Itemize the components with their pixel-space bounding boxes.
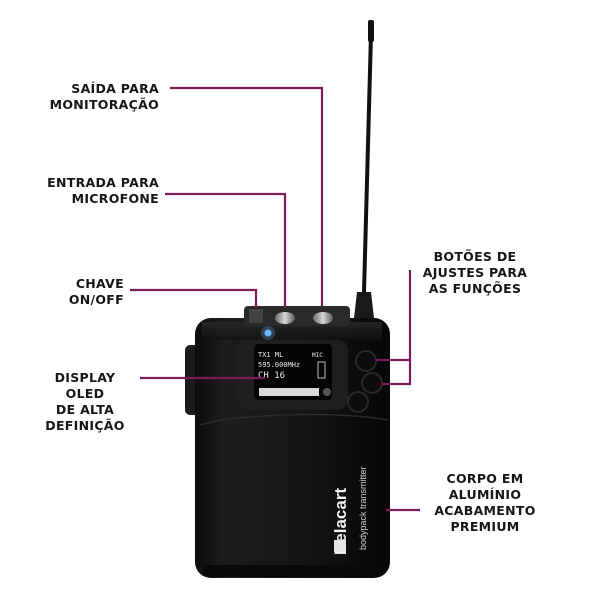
top-controls xyxy=(244,306,350,340)
ir-sensor-icon xyxy=(323,388,331,396)
callout-function-buttons: BOTÕES DE AJUSTES PARA AS FUNÇÕES xyxy=(422,249,528,296)
function-buttons xyxy=(347,350,383,413)
function-button-3 xyxy=(347,391,369,413)
leader-button-2 xyxy=(382,360,412,386)
callout-power-switch: CHAVE ON/OFF xyxy=(68,276,124,307)
battery-icon xyxy=(317,361,326,379)
power-switch-knob xyxy=(249,309,263,323)
mic-input-jack xyxy=(275,312,295,324)
callout-oled-display: DISPLAY OLED DE ALTA DEFINIÇÃO xyxy=(45,370,125,433)
leader-mic-input xyxy=(165,192,287,308)
model-text: bodypack transmitter xyxy=(358,466,368,550)
callout-mic-input: ENTRADA PARA MICROFONE xyxy=(47,175,159,206)
callout-aluminum-body: CORPO EM ALUMÍNIO ACABAMENTO PREMIUM xyxy=(434,471,536,534)
status-led xyxy=(264,329,272,337)
function-button-2 xyxy=(361,372,383,394)
oled-screen xyxy=(254,344,332,400)
function-button-1 xyxy=(355,350,377,372)
callout-monitor-output: SAÍDA PARA MONITORAÇÃO xyxy=(49,81,159,112)
leader-power-switch xyxy=(130,288,258,308)
oled-line-3: CH 16 xyxy=(258,371,285,381)
display-panel: TX1 ML MIC 595.000MHz CH 16 xyxy=(236,340,348,410)
model-label: bodypack transmitter xyxy=(358,466,368,550)
antenna xyxy=(354,20,374,318)
oled-line-2: 595.000MHz xyxy=(258,361,300,369)
oled-line-1: TX1 ML xyxy=(258,351,283,359)
brand-name: Relacart xyxy=(331,488,350,555)
monitor-output-jack xyxy=(313,312,333,324)
leader-monitor-output xyxy=(170,86,324,306)
leader-lines xyxy=(130,86,420,512)
oled-line-1-right: MIC xyxy=(312,352,323,359)
branding: Relacart xyxy=(331,488,350,555)
brand-logo-icon xyxy=(334,540,346,552)
